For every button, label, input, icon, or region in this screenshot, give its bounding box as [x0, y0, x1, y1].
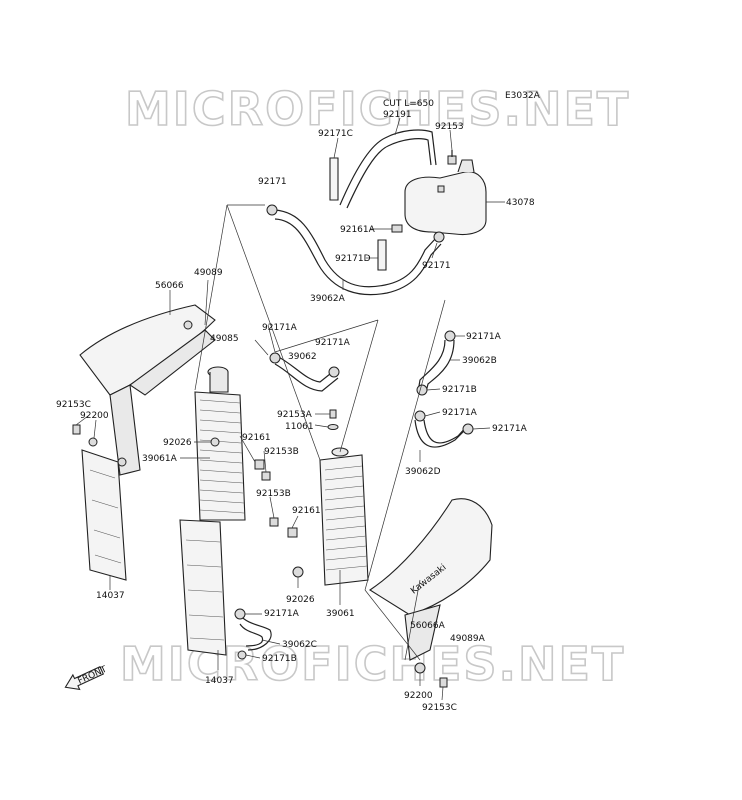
bolt-92153-top — [447, 150, 457, 165]
label-14037-bottom: 14037 — [205, 676, 234, 686]
label-39062: 39062 — [288, 352, 317, 362]
label-92171-right: 92171 — [422, 261, 451, 271]
bolt-92153B-1 — [261, 471, 271, 481]
clamp-92171-right-top — [433, 231, 445, 243]
watermark-top: MICROFICHES.NET — [125, 82, 630, 136]
collar-92161-left — [254, 459, 265, 470]
label-92161A: 92161A — [340, 225, 376, 235]
hose-39062D — [414, 410, 474, 448]
label-92171A-right-3: 92171A — [492, 424, 528, 434]
bolt-92153A — [329, 409, 337, 419]
label-92153B-1: 92153B — [264, 447, 299, 457]
clamp-92171C — [329, 157, 339, 201]
label-39061: 39061 — [326, 609, 355, 619]
grommet-92026-left — [210, 437, 220, 447]
label-43078: 43078 — [506, 198, 535, 208]
label-92171A-left: 92171A — [262, 323, 298, 333]
label-14037-left: 14037 — [96, 591, 125, 601]
hose-39062C — [234, 608, 272, 660]
label-56066: 56066 — [155, 281, 184, 291]
part-labels: CUT L=650 92191 92153 92171C 92171 43078… — [56, 99, 535, 713]
shroud-49089 — [79, 304, 216, 476]
radiator-39061A — [194, 366, 246, 521]
label-92171C: 92171C — [318, 129, 353, 139]
label-92200-bottom: 92200 — [404, 691, 433, 701]
clamp-92171-left-top — [266, 204, 278, 216]
label-92171-top: 92171 — [258, 177, 287, 187]
reservoir-tank-43078 — [404, 159, 487, 236]
label-92026-left: 92026 — [163, 438, 192, 448]
overflow-hose-92191 — [339, 129, 437, 209]
radiator-39061 — [319, 447, 369, 586]
label-92200-left: 92200 — [80, 411, 109, 421]
label-92153A: 92153A — [277, 410, 313, 420]
label-92153C-left: 92153C — [56, 400, 91, 410]
label-92153-top: 92153 — [435, 122, 464, 132]
label-92171A-mid: 92171A — [315, 338, 351, 348]
label-92171B-right: 92171B — [442, 385, 477, 395]
collar-92200-bottom — [414, 662, 426, 674]
label-49085: 49085 — [210, 334, 239, 344]
label-92171A-right-2: 92171A — [442, 408, 478, 418]
label-92171D: 92171D — [335, 254, 371, 264]
guard-14037-left — [81, 449, 127, 581]
label-92161-left: 92161 — [242, 433, 271, 443]
label-39062C: 39062C — [282, 640, 317, 650]
bolt-92153C-bottom — [439, 677, 448, 688]
label-92171A-bottom: 92171A — [264, 609, 300, 619]
leader-lines — [75, 117, 505, 701]
collar-92200-left — [88, 437, 98, 447]
label-39062B: 39062B — [462, 356, 497, 366]
label-92171A-right-1: 92171A — [466, 332, 502, 342]
label-56066A: 56066A — [410, 621, 446, 631]
front-arrow: FRONT — [64, 665, 109, 691]
label-39061A: 39061A — [142, 454, 178, 464]
bolt-92153B-2 — [269, 517, 279, 527]
grommet-92026-mid — [292, 566, 304, 578]
gasket-11061 — [327, 424, 339, 430]
label-49089: 49089 — [194, 268, 223, 278]
clamp-92161A — [391, 224, 403, 233]
label-92153B-2: 92153B — [256, 489, 291, 499]
label-92161-mid: 92161 — [292, 506, 321, 516]
hose-39062 — [269, 352, 340, 392]
label-92171B-bottom: 92171B — [262, 654, 297, 664]
label-cut: CUT L=650 — [383, 99, 434, 109]
label-11061: 11061 — [285, 422, 314, 432]
guard-14037-bottom — [179, 519, 227, 656]
label-39062D: 39062D — [405, 467, 441, 477]
label-92026-mid: 92026 — [286, 595, 315, 605]
diagram-code: E3032A — [505, 91, 541, 101]
clamp-92171D — [377, 239, 387, 271]
hose-39062A — [274, 209, 442, 296]
label-92153C-bottom: 92153C — [422, 703, 457, 713]
label-49089A: 49089A — [450, 634, 486, 644]
label-39062A: 39062A — [310, 294, 346, 304]
bolt-92153C-left — [72, 424, 81, 435]
collar-92161-mid — [287, 527, 298, 538]
label-92191: 92191 — [383, 110, 412, 120]
front-label: FRONT — [76, 665, 109, 687]
